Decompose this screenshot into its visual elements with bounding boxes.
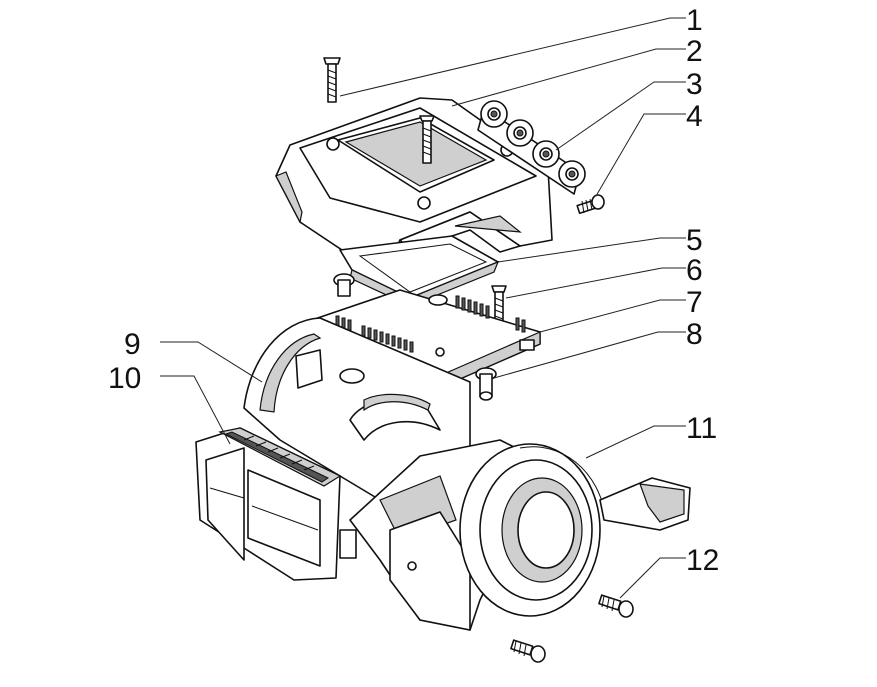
leader-lines xyxy=(160,17,686,599)
callout-1: 1 xyxy=(686,4,703,37)
callout-6: 6 xyxy=(686,254,703,287)
part-4-screw xyxy=(576,194,605,215)
callout-12: 12 xyxy=(686,544,719,577)
callout-4: 4 xyxy=(686,100,703,133)
callout-5: 5 xyxy=(686,224,703,257)
callout-9: 9 xyxy=(124,328,141,361)
part-6-screw xyxy=(491,285,507,323)
part-11-switch-body xyxy=(349,439,691,631)
callout-10: 10 xyxy=(108,362,141,395)
part-3-knob-strip xyxy=(477,100,586,195)
part-1-screw xyxy=(323,57,341,103)
callout-3: 3 xyxy=(686,68,703,101)
callout-2: 2 xyxy=(686,35,703,68)
part-9-housing xyxy=(243,317,471,501)
part-10-lamp xyxy=(195,427,357,581)
callout-7: 7 xyxy=(686,286,703,319)
callout-8: 8 xyxy=(686,318,703,351)
callout-11: 11 xyxy=(686,412,717,445)
part-12-screws xyxy=(510,594,634,663)
part-8-post xyxy=(475,367,497,401)
